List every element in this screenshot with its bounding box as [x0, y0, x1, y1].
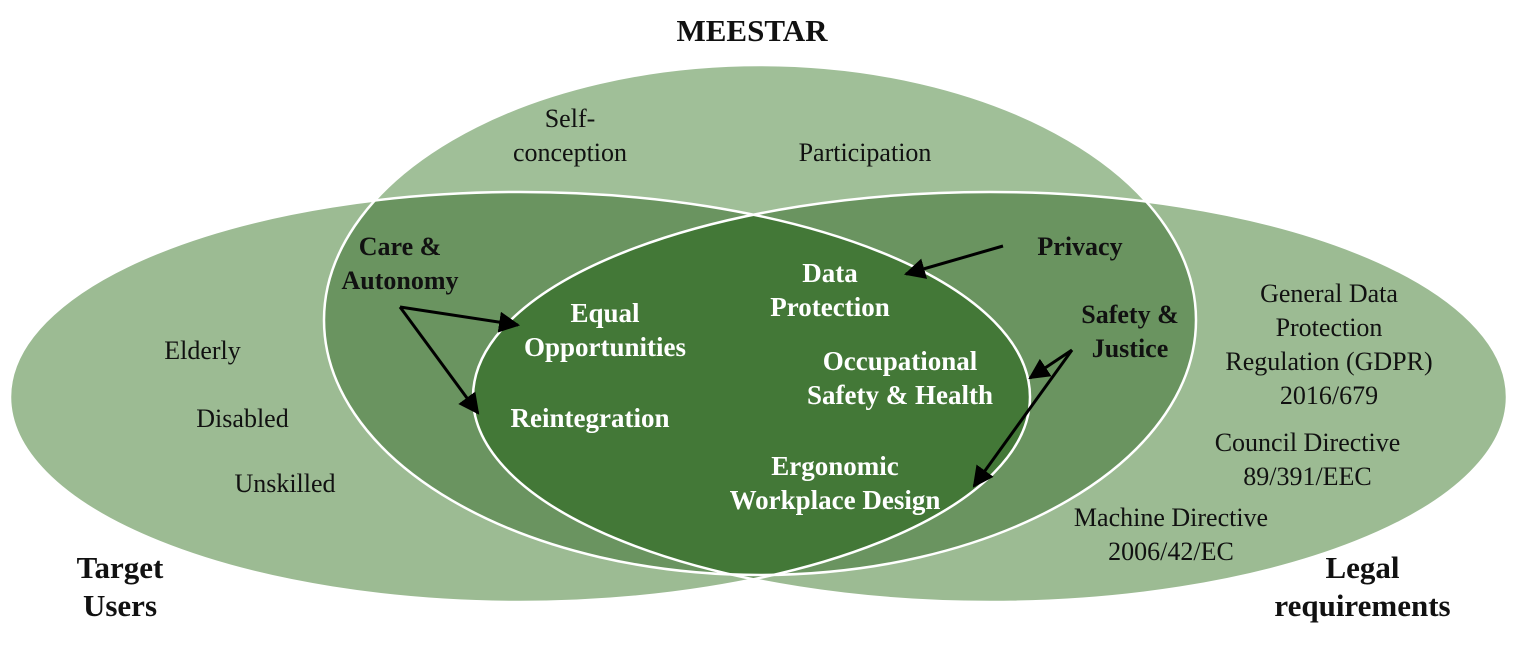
item-participation: Participation	[798, 138, 932, 167]
title-meestar: MEESTAR	[676, 13, 828, 48]
center-reintegration: Reintegration	[510, 403, 670, 433]
overlap-safety-justice: Safety & Justice	[1081, 300, 1179, 363]
title-target-users: Target Users	[76, 550, 164, 623]
arrow-safety-to-occupational	[1028, 348, 1073, 380]
overlap-center	[473, 192, 1030, 575]
item-disabled: Disabled	[196, 404, 289, 433]
arrow-safety-to-ergonomic	[972, 349, 1074, 488]
outline-left	[8, 190, 1032, 604]
item-unskilled: Unskilled	[234, 469, 336, 498]
overlap-privacy: Privacy	[1037, 232, 1123, 261]
outline-top	[322, 63, 1198, 577]
title-legal-requirements: Legal requirements	[1274, 550, 1451, 623]
center-equal-opportunities: Equal Opportunities	[523, 298, 687, 362]
item-self-conception: Self- conception	[512, 104, 628, 167]
center-ergonomic-design: Ergonomic Workplace Design	[729, 451, 941, 515]
center-data-protection: Data Protection	[770, 258, 890, 322]
item-council-directive: Council Directive 89/391/EEC	[1214, 428, 1401, 491]
overlap-care-autonomy: Care & Autonomy	[341, 232, 459, 295]
arrow-privacy-to-data	[903, 244, 1004, 279]
arrow-care-to-reintegration	[398, 306, 480, 415]
center-occupational-safety: Occupational Safety & Health	[807, 346, 993, 410]
item-machine-directive: Machine Directive 2006/42/EC	[1073, 503, 1269, 566]
arrow-care-to-equal	[399, 305, 521, 333]
item-gdpr: General Data Protection Regulation (GDPR…	[1225, 279, 1433, 410]
item-elderly: Elderly	[164, 336, 241, 365]
